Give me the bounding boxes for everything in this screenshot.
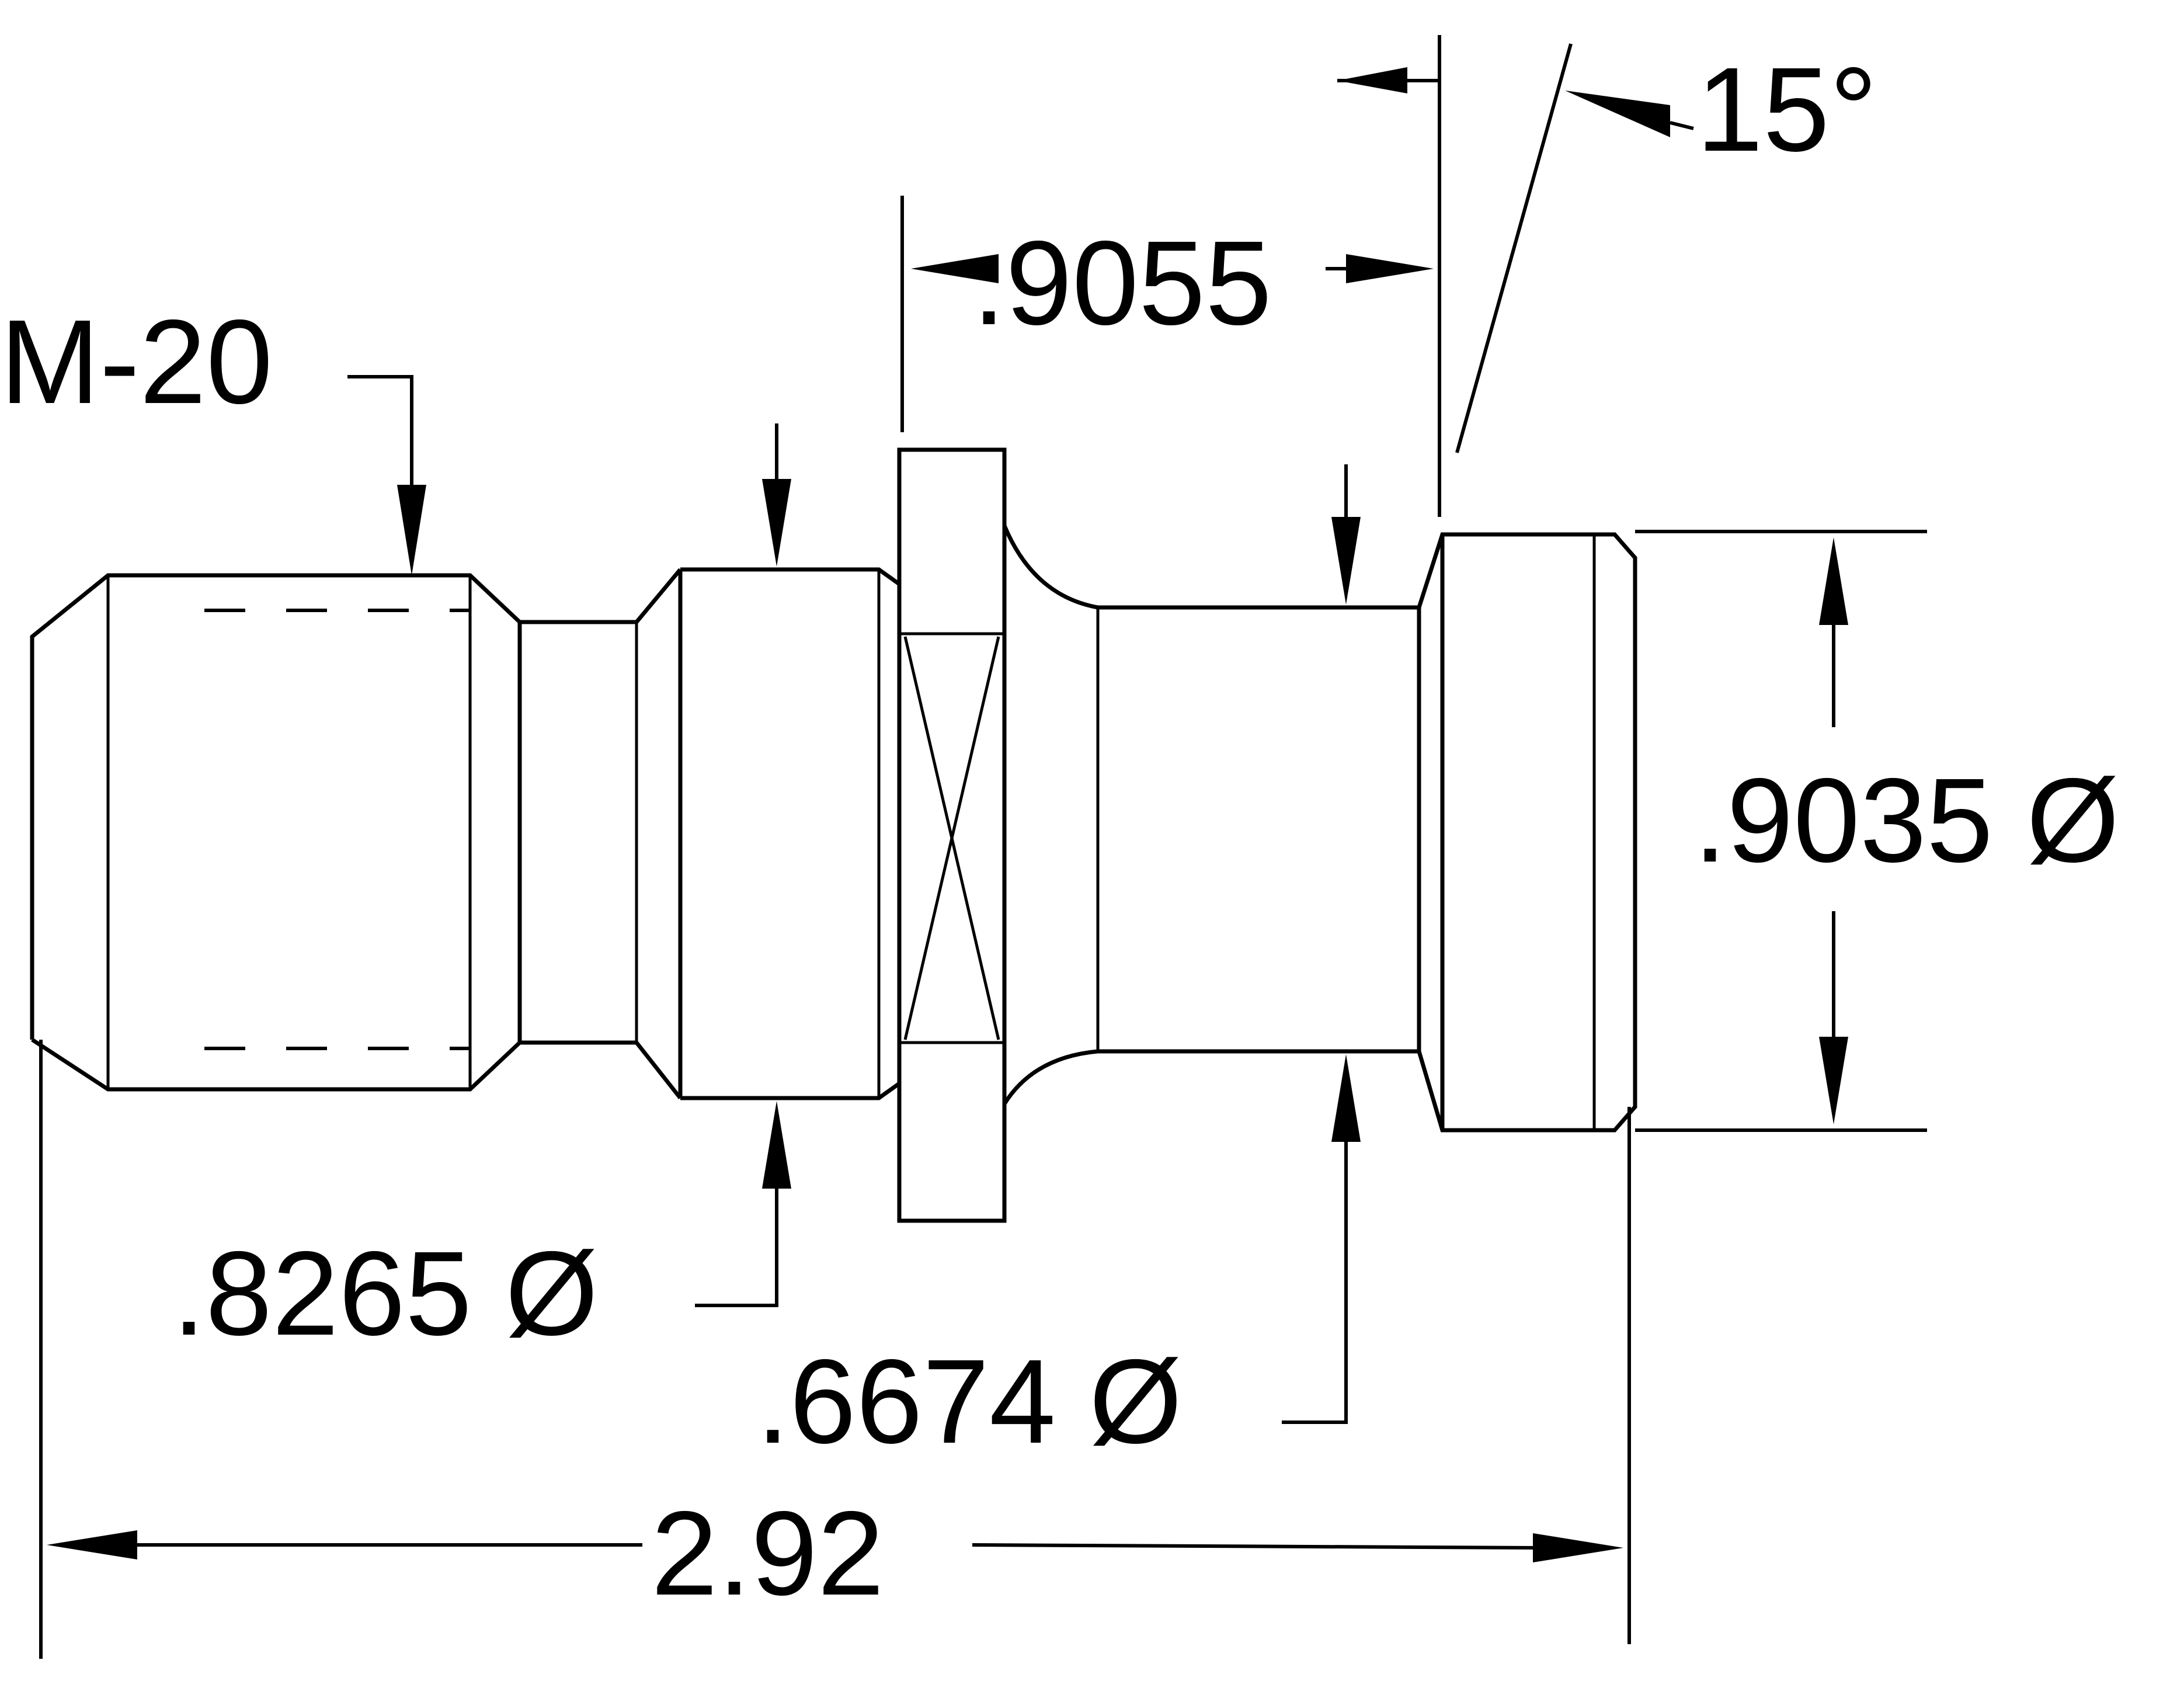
thread-label: M-20 (0, 295, 273, 429)
collar-diameter-label: .8265 Ø (172, 1227, 598, 1360)
head (1417, 532, 1637, 1133)
part-outline (30, 447, 1637, 1223)
neck-diameter-dimension: .6674 Ø (756, 464, 1361, 1468)
head-diameter-label: .9035 Ø (1693, 753, 2119, 887)
neck (1002, 525, 1421, 1105)
overall-length-label: 2.92 (651, 1486, 884, 1620)
threaded-section (30, 573, 522, 1092)
flange-offset-label: .9055 (972, 216, 1272, 350)
angle-arrowhead (1565, 91, 1670, 137)
angle-callout: 15° (1455, 43, 1877, 453)
flange-offset-dimension: .9055 (900, 35, 1441, 517)
collar-diameter-dimension: .8265 Ø (172, 423, 791, 1360)
wrench-flange (897, 447, 1007, 1223)
overall-length-dimension: 2.92 (39, 1040, 1631, 1659)
collar (678, 567, 901, 1100)
angle-label: 15° (1696, 43, 1877, 176)
thread-callout: M-20 (0, 295, 426, 575)
neck-diameter-label: .6674 Ø (756, 1335, 1182, 1468)
relief-neck (520, 568, 682, 1100)
thread-arrowhead (397, 485, 426, 575)
head-diameter-dimension: .9035 Ø (1635, 530, 2119, 1132)
